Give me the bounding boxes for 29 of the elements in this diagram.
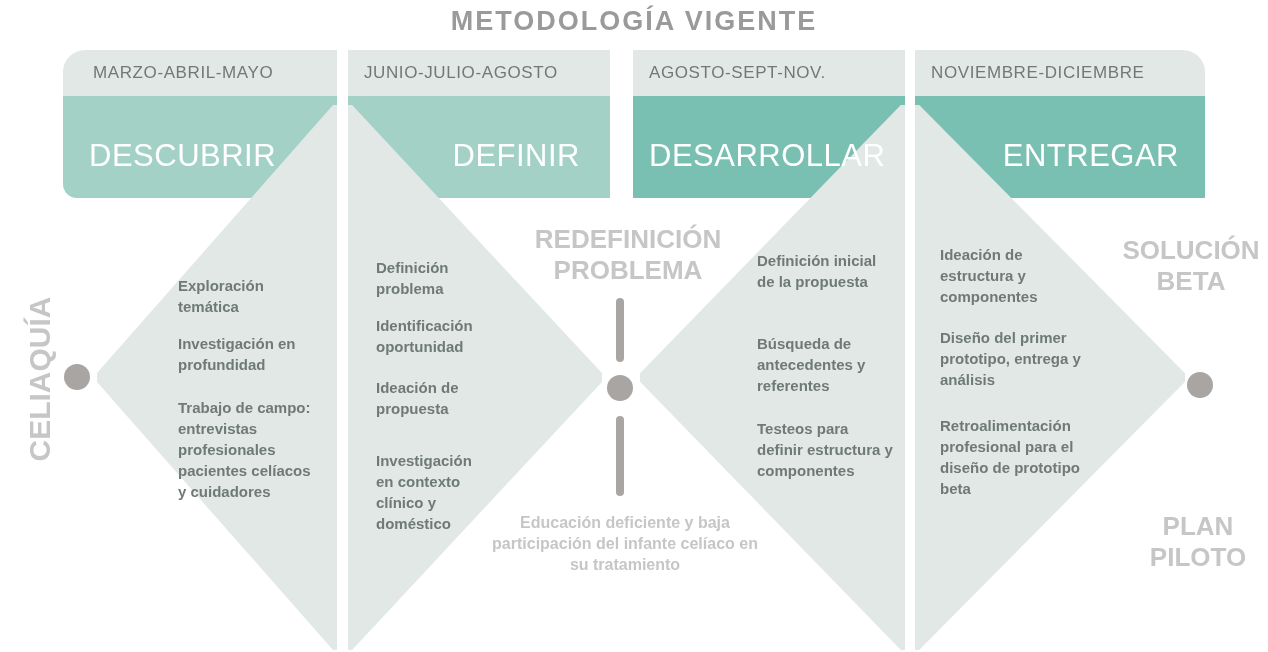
stage-label: CELIAQUÍA: [23, 295, 57, 464]
step-text: Identificación oportunidad: [376, 316, 474, 357]
step-text: Testeos para definir estructura y componentes: [757, 419, 894, 481]
phase-title: DESCUBRIR: [89, 138, 277, 174]
circle-dot: [64, 364, 90, 390]
diagram-title: METODOLOGÍA VIGENTE: [449, 6, 819, 37]
circle-dot: [1187, 372, 1213, 398]
step-text: Exploración temática: [178, 276, 265, 317]
step-text: Retroalimentación profesional para el diseño de prototipo beta: [940, 416, 1081, 499]
months-band: AGOSTO-SEPT-NOV.: [633, 50, 905, 96]
stage-label: REDEFINICIÓN PROBLEMA: [533, 224, 723, 286]
step-text: Investigación en contexto clínico y doméstico: [376, 451, 473, 534]
months-band: NOVIEMBRE-DICIEMBRE: [915, 50, 1205, 96]
step-text: Definición inicial de la propuesta: [757, 251, 878, 292]
stage-label: SOLUCIÓN BETA: [1121, 235, 1261, 297]
step-text: Investigación en profundidad: [178, 334, 297, 375]
phase-title: ENTREGAR: [1002, 138, 1179, 174]
problem-note: Educación deficiente y baja participación del infante celíaco en su tratamiento: [491, 513, 759, 575]
step-text: Diseño del primer prototipo, entrega y análisis: [940, 328, 1082, 390]
step-text: Búsqueda de antecedentes y referentes: [757, 334, 867, 396]
step-text: Trabajo de campo: entrevistas profesionales pacientes celíacos y cuidadores: [178, 398, 312, 502]
step-text: Ideación de estructura y componentes: [940, 245, 1039, 307]
months-band: MARZO-ABRIL-MAYO: [63, 50, 337, 96]
months-band: JUNIO-JULIO-AGOSTO: [348, 50, 610, 96]
circle-dot: [607, 375, 633, 401]
stage-label: PLAN PILOTO: [1148, 511, 1248, 573]
step-text: Ideación de propuesta: [376, 378, 460, 419]
phase-title: DEFINIR: [452, 138, 580, 174]
step-text: Definición problema: [376, 258, 450, 299]
